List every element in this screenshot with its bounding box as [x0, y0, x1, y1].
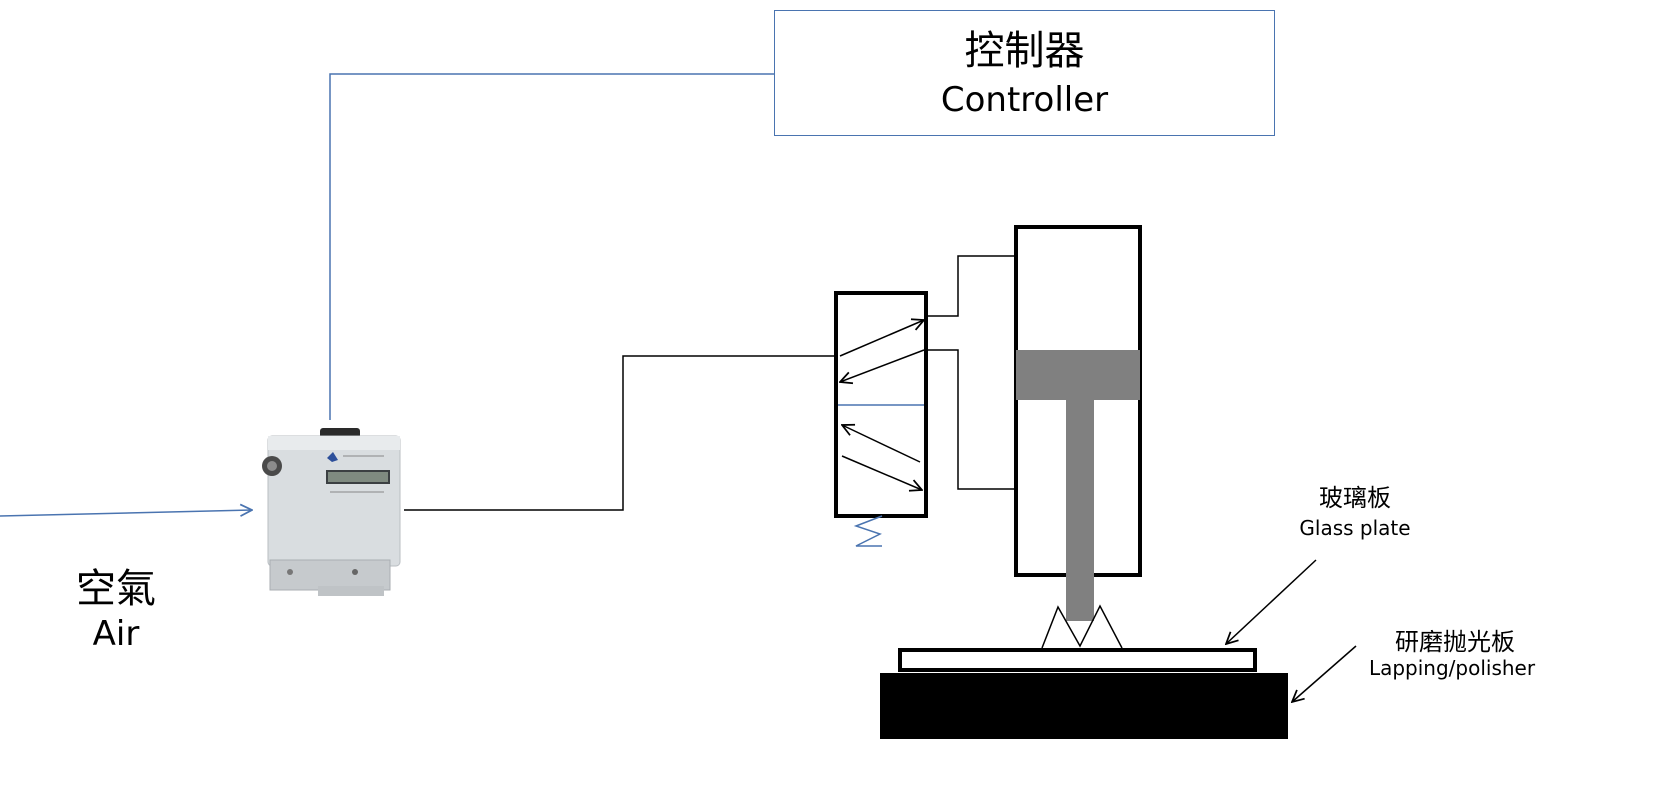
pneumatic-line-to-valve	[404, 355, 836, 511]
glass-plate-label-zh: 玻璃板	[1319, 484, 1391, 512]
controller-signal-line	[329, 73, 774, 420]
glass-plate	[898, 648, 1257, 672]
directional-valve	[834, 291, 928, 547]
cylinder-lower-port-line	[926, 349, 1017, 490]
air-inlet-arrow	[0, 510, 252, 516]
lapping-label-zh: 研磨抛光板	[1395, 628, 1515, 656]
controller-label-en: Controller	[940, 80, 1109, 120]
glass-plate-pointer	[1226, 559, 1317, 644]
cylinder-upper-port-line	[928, 255, 1017, 317]
lapping-pointer	[1292, 645, 1357, 702]
controller-label-zh: 控制器	[964, 28, 1085, 74]
air-label-en: Air	[92, 614, 140, 654]
lapping-label-en: Lapping/polisher	[1368, 656, 1536, 680]
pressure-regulator	[262, 428, 401, 596]
air-label-zh: 空氣	[76, 566, 156, 612]
pneumatic-cylinder	[1014, 225, 1142, 621]
pressing-tip	[1041, 604, 1123, 649]
lapping-polisher-base	[880, 673, 1288, 739]
glass-plate-label-en: Glass plate	[1299, 516, 1411, 540]
controller-box	[774, 10, 1275, 136]
valve-spring	[853, 515, 883, 547]
